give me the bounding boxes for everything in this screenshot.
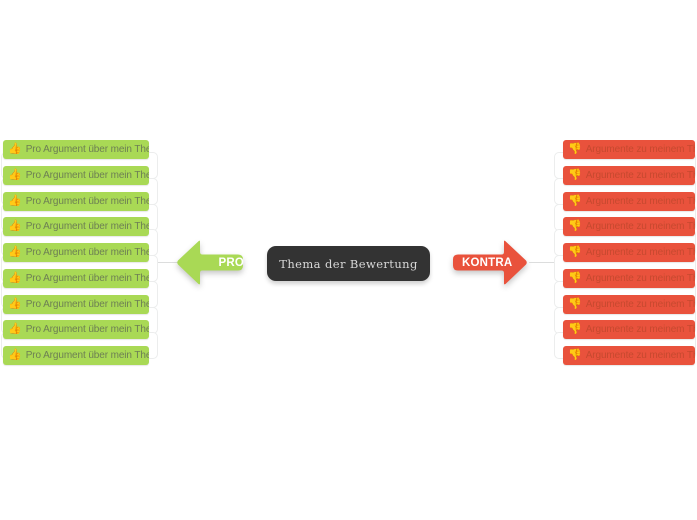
pro-argument-item[interactable]: 👍Pro Argument über mein Thema (3, 192, 149, 211)
thumbs-up-icon: 👍 (8, 298, 22, 310)
pro-arrow-shape (177, 240, 243, 285)
thumbs-up-icon: 👍 (8, 323, 22, 335)
pro-argument-label: Pro Argument über mein Thema (25, 324, 149, 335)
kontra-argument-item[interactable]: 👎Argumente zu meinem Thema (563, 140, 695, 159)
thumbs-down-icon: 👎 (568, 143, 582, 155)
pro-argument-item[interactable]: 👍Pro Argument über mein Thema (3, 269, 149, 288)
central-topic-node[interactable]: Thema der Bewertung (267, 246, 430, 281)
thumbs-down-icon: 👎 (568, 298, 582, 310)
kontra-argument-label: Argumente zu meinem Thema (585, 299, 695, 310)
pro-argument-item[interactable]: 👍Pro Argument über mein Thema (3, 243, 149, 262)
pro-argument-item[interactable]: 👍Pro Argument über mein Thema (3, 166, 149, 185)
pro-argument-label: Pro Argument über mein Thema (25, 299, 149, 310)
pro-argument-label: Pro Argument über mein Thema (25, 144, 149, 155)
thumbs-down-icon: 👎 (568, 195, 582, 207)
pro-argument-item[interactable]: 👍Pro Argument über mein Thema (3, 217, 149, 236)
central-topic-label: Thema der Bewertung (279, 256, 418, 271)
kontra-argument-label: Argumente zu meinem Thema (585, 170, 695, 181)
thumbs-up-icon: 👍 (8, 169, 22, 181)
pro-argument-label: Pro Argument über mein Thema (25, 170, 149, 181)
kontra-argument-label: Argumente zu meinem Thema (585, 247, 695, 258)
kontra-argument-item[interactable]: 👎Argumente zu meinem Thema (563, 320, 695, 339)
thumbs-down-icon: 👎 (568, 349, 582, 361)
pro-connector-line (158, 262, 178, 263)
thumbs-down-icon: 👎 (568, 169, 582, 181)
pro-argument-item[interactable]: 👍Pro Argument über mein Thema (3, 140, 149, 159)
pro-argument-label: Pro Argument über mein Thema (25, 221, 149, 232)
kontra-argument-item[interactable]: 👎Argumente zu meinem Thema (563, 217, 695, 236)
pro-argument-label: Pro Argument über mein Thema (25, 247, 149, 258)
pro-arrow[interactable]: PRO (176, 240, 244, 285)
thumbs-down-icon: 👎 (568, 323, 582, 335)
thumbs-down-icon: 👎 (568, 272, 582, 284)
thumbs-up-icon: 👍 (8, 195, 22, 207)
kontra-arrow-shape (453, 240, 527, 285)
kontra-argument-item[interactable]: 👎Argumente zu meinem Thema (563, 243, 695, 262)
thumbs-up-icon: 👍 (8, 349, 22, 361)
pro-argument-label: Pro Argument über mein Thema (25, 196, 149, 207)
kontra-arrow[interactable]: KONTRA (452, 240, 528, 285)
pro-argument-item[interactable]: 👍Pro Argument über mein Thema (3, 295, 149, 314)
kontra-argument-label: Argumente zu meinem Thema (585, 273, 695, 284)
kontra-argument-label: Argumente zu meinem Thema (585, 196, 695, 207)
kontra-argument-item[interactable]: 👎Argumente zu meinem Thema (563, 192, 695, 211)
thumbs-up-icon: 👍 (8, 272, 22, 284)
kontra-connector-line (529, 262, 555, 263)
thumbs-up-icon: 👍 (8, 143, 22, 155)
thumbs-down-icon: 👎 (568, 220, 582, 232)
kontra-argument-item[interactable]: 👎Argumente zu meinem Thema (563, 295, 695, 314)
kontra-argument-item[interactable]: 👎Argumente zu meinem Thema (563, 166, 695, 185)
kontra-argument-label: Argumente zu meinem Thema (585, 144, 695, 155)
kontra-argument-item[interactable]: 👎Argumente zu meinem Thema (563, 346, 695, 365)
pro-argument-label: Pro Argument über mein Thema (25, 350, 149, 361)
kontra-argument-label: Argumente zu meinem Thema (585, 324, 695, 335)
thumbs-up-icon: 👍 (8, 220, 22, 232)
thumbs-up-icon: 👍 (8, 246, 22, 258)
pro-argument-item[interactable]: 👍Pro Argument über mein Thema (3, 346, 149, 365)
kontra-argument-label: Argumente zu meinem Thema (585, 350, 695, 361)
thumbs-down-icon: 👎 (568, 246, 582, 258)
kontra-argument-item[interactable]: 👎Argumente zu meinem Thema (563, 269, 695, 288)
pro-argument-item[interactable]: 👍Pro Argument über mein Thema (3, 320, 149, 339)
kontra-argument-label: Argumente zu meinem Thema (585, 221, 695, 232)
pro-argument-label: Pro Argument über mein Thema (25, 273, 149, 284)
